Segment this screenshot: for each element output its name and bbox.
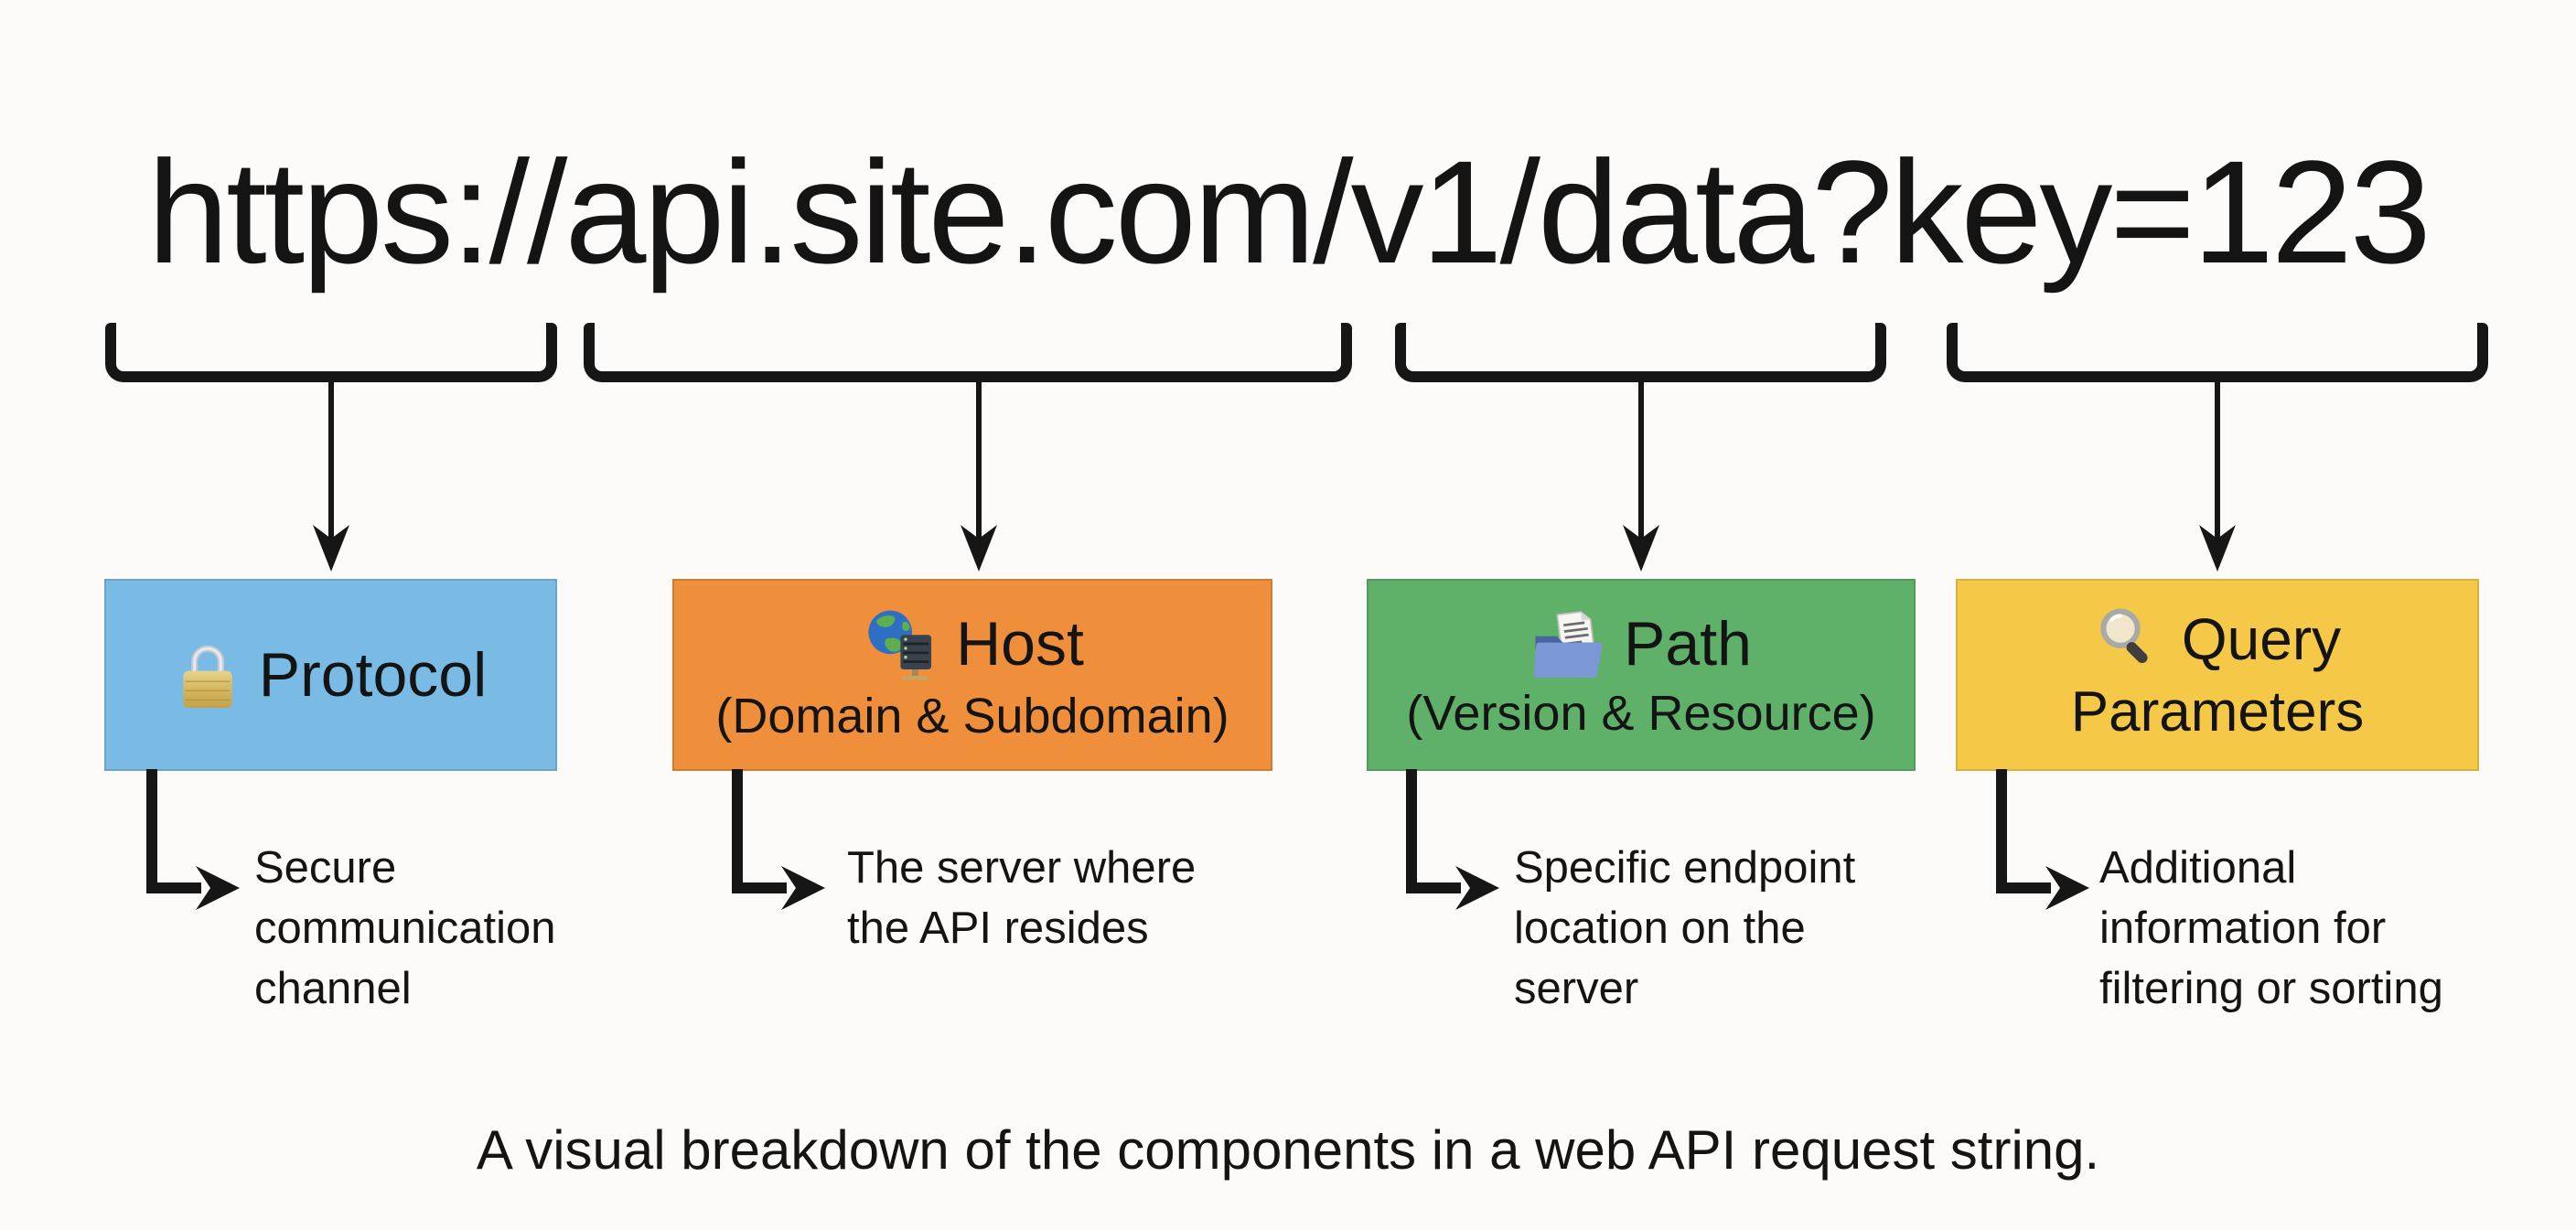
elbow-arrow-host xyxy=(732,769,825,910)
bracket-query xyxy=(1947,323,2488,382)
elbow-arrow-query xyxy=(1996,769,2089,910)
magnifier-icon xyxy=(2094,604,2163,674)
description-path: Specific endpoint location on the server xyxy=(1514,838,1855,1019)
description-host: The server where the API resides xyxy=(847,838,1196,958)
component-box-host: Host (Domain & Subdomain) xyxy=(672,579,1272,771)
component-label: Protocol xyxy=(258,639,488,710)
down-arrow-to-query xyxy=(2199,379,2236,572)
component-label: Query xyxy=(2181,606,2342,673)
component-sublabel: (Domain & Subdomain) xyxy=(715,688,1229,743)
lock-icon xyxy=(175,639,241,711)
bracket-host xyxy=(584,323,1352,382)
component-box-protocol: Protocol xyxy=(104,579,557,771)
description-line: Specific endpoint xyxy=(1514,843,1856,893)
description-line: Secure xyxy=(254,843,397,893)
url-text: https://api.site.com/v1/data?key=123 xyxy=(147,130,2431,294)
component-label: Host xyxy=(956,608,1084,679)
description-line: the API resides xyxy=(847,904,1149,953)
description-line: location on the xyxy=(1514,904,1806,953)
description-query: Additional information for filtering or … xyxy=(2099,838,2443,1019)
component-sublabel: Parameters xyxy=(2070,680,2365,744)
down-arrow-to-protocol xyxy=(313,379,349,572)
description-line: filtering or sorting xyxy=(2099,964,2443,1013)
folder-document-icon xyxy=(1530,608,1605,679)
bracket-protocol xyxy=(105,323,557,382)
component-label: Path xyxy=(1624,608,1752,679)
bracket-path xyxy=(1395,323,1886,382)
globe-server-icon xyxy=(861,605,938,682)
caption: A visual breakdown of the components in … xyxy=(476,1119,2100,1181)
component-box-path: Path (Version & Resource) xyxy=(1367,579,1916,771)
description-line: The server where xyxy=(847,843,1197,893)
component-sublabel: (Version & Resource) xyxy=(1406,685,1876,741)
down-arrow-to-host xyxy=(961,379,997,572)
description-line: server xyxy=(1514,964,1639,1013)
description-line: Additional xyxy=(2099,843,2297,893)
description-line: information for xyxy=(2099,904,2387,953)
elbow-arrow-path xyxy=(1406,769,1499,910)
description-line: communication xyxy=(254,904,556,953)
down-arrow-to-path xyxy=(1623,379,1659,572)
elbow-arrow-protocol xyxy=(146,769,240,910)
component-box-query: Query Parameters xyxy=(1956,579,2479,771)
description-protocol: Secure communication channel xyxy=(254,838,556,1019)
description-line: channel xyxy=(254,964,412,1013)
